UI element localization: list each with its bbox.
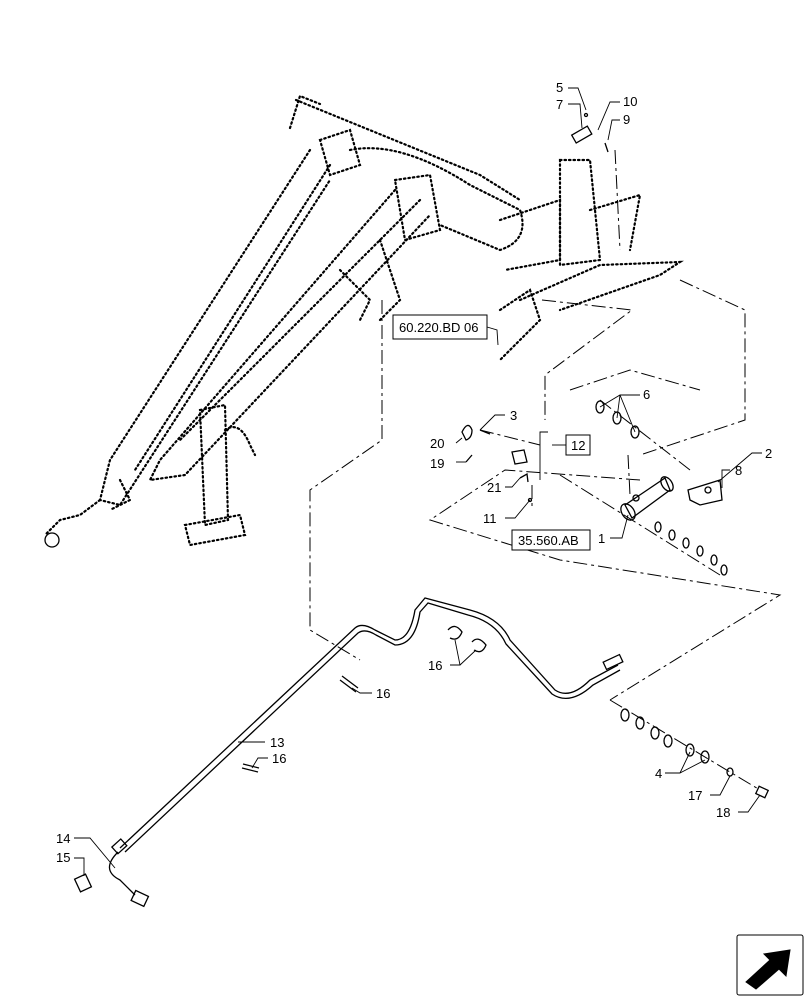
callout-17: 17	[688, 788, 702, 803]
callout-11: 11	[483, 511, 497, 526]
callout-1: 1	[598, 531, 605, 546]
arrow-icon[interactable]	[736, 934, 804, 996]
callout-16-lower: 16	[272, 751, 286, 766]
callout-18: 18	[716, 805, 730, 820]
callout-3: 3	[510, 408, 517, 423]
callout-19: 19	[430, 456, 444, 471]
leader-lines	[74, 87, 762, 876]
cylinder-assembly	[620, 476, 723, 521]
sensor-cable	[73, 851, 150, 908]
callout-5: 5	[556, 80, 563, 95]
ref-box-60220[interactable]: 60.220.BD 06	[392, 314, 488, 340]
callout-14: 14	[56, 831, 70, 846]
pin-7	[570, 112, 609, 153]
callout-16-clamps: 16	[428, 658, 442, 673]
hitch-ring	[44, 532, 60, 548]
callout-16-left: 16	[376, 686, 390, 701]
ref-box-35560[interactable]: 35.560.AB	[511, 529, 591, 551]
callout-labels: 5 7 10 9 6 3 20 19 2 8 21 11 1 16 16 13 …	[56, 80, 772, 865]
callout-8: 8	[735, 463, 742, 478]
callout-12: 12	[571, 438, 585, 453]
frame-assembly	[43, 94, 684, 548]
callout-15: 15	[56, 850, 70, 865]
callout-2: 2	[765, 446, 772, 461]
ref-box-12[interactable]: 12	[565, 434, 591, 456]
hydraulic-line	[110, 597, 624, 855]
callout-13: 13	[270, 735, 284, 750]
callout-20: 20	[430, 436, 444, 451]
washer-group-4	[620, 708, 734, 777]
fitting-18	[754, 785, 770, 799]
small-parts-19-20	[461, 424, 491, 463]
callout-9: 9	[623, 112, 630, 127]
clamps-16	[241, 625, 487, 773]
ref-60220-text: 60.220.BD 06	[399, 320, 479, 335]
fittings-21-11	[511, 449, 533, 503]
callout-4: 4	[655, 766, 662, 781]
callout-7: 7	[556, 97, 563, 112]
callout-21: 21	[487, 480, 501, 495]
washer-group-6	[595, 400, 640, 439]
ref-35560-text: 35.560.AB	[518, 533, 579, 548]
washer-row	[654, 521, 728, 576]
callout-10: 10	[623, 94, 637, 109]
callout-6: 6	[643, 387, 650, 402]
connection-lines	[309, 149, 782, 791]
